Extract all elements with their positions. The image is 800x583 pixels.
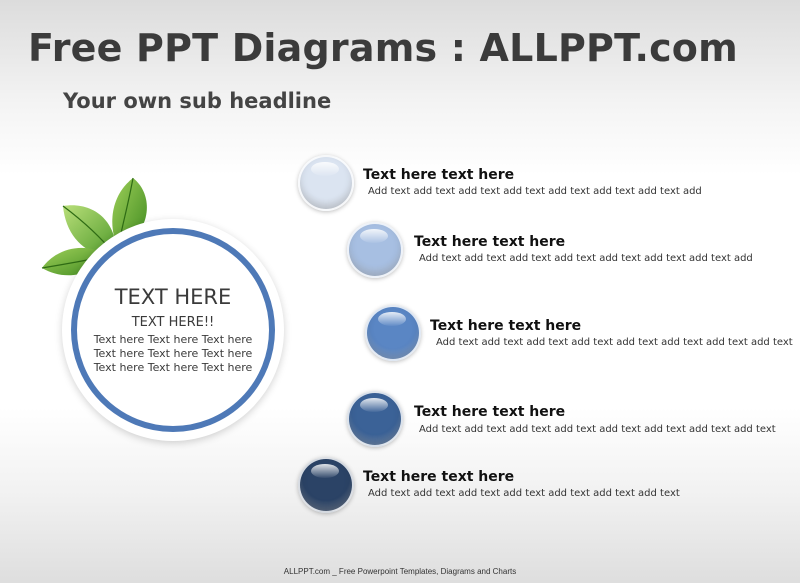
item-heading: Text here text here: [414, 234, 566, 250]
item-body: Add text add text add text add text add …: [436, 337, 793, 348]
center-text-line: Text here Text here Text here: [93, 333, 253, 346]
item-body: Add text add text add text add text add …: [419, 253, 753, 264]
bubble-icon: [298, 155, 354, 211]
item-body: Add text add text add text add text add …: [368, 186, 702, 197]
item-heading: Text here text here: [363, 167, 515, 183]
item-heading: Text here text here: [430, 318, 582, 334]
center-subtitle: TEXT HERE!!: [131, 315, 215, 330]
item-heading: Text here text here: [414, 404, 566, 420]
footer-text: ALLPPT.com _ Free Powerpoint Templates, …: [283, 567, 517, 576]
center-text-line: Text here Text here Text here: [93, 361, 253, 374]
bubble-icon: [347, 391, 403, 447]
item-heading: Text here text here: [363, 469, 515, 485]
item-body: Add text add text add text add text add …: [419, 424, 776, 435]
bubble-icon: [365, 305, 421, 361]
bubble-icon: [347, 222, 403, 278]
page-title: Free PPT Diagrams : ALLPPT.com: [28, 26, 738, 70]
main-circle: TEXT HERE TEXT HERE!! Text here Text her…: [62, 219, 284, 441]
sub-headline: Your own sub headline: [63, 89, 332, 113]
center-title: TEXT HERE: [114, 285, 232, 309]
center-text-line: Text here Text here Text here: [93, 347, 253, 360]
bubble-icon: [298, 457, 354, 513]
item-body: Add text add text add text add text add …: [368, 488, 680, 499]
main-circle-ring: TEXT HERE TEXT HERE!! Text here Text her…: [71, 228, 275, 432]
